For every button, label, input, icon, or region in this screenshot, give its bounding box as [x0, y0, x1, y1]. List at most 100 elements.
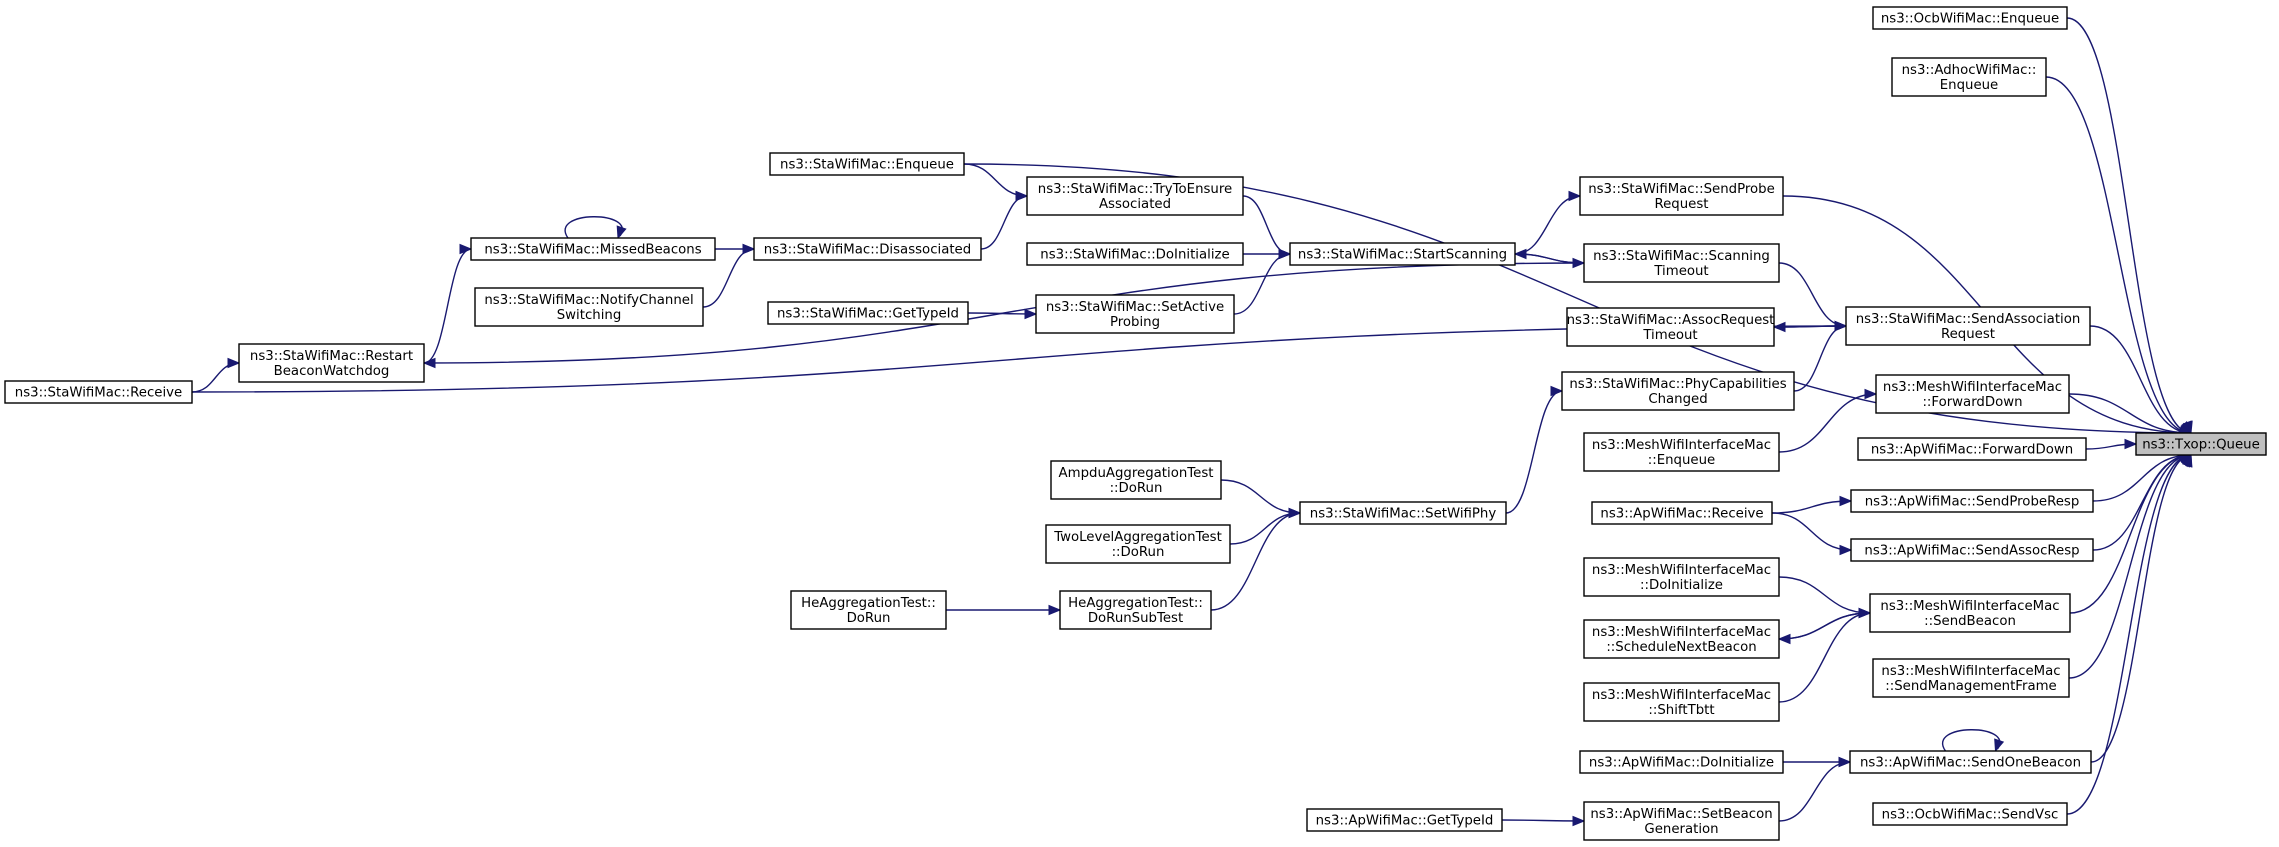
edge-line: [564, 216, 624, 239]
node-label: Timeout: [1642, 328, 1697, 343]
node-sta-setwifiphy[interactable]: ns3::StaWifiMac::SetWifiPhy: [1299, 501, 1507, 525]
edge-mesh-sendbeacon-to-mesh-schednext: [1777, 612, 1871, 645]
node-sta-missedbeacons[interactable]: ns3::StaWifiMac::MissedBeacons: [470, 237, 716, 261]
edge-ap-sendonebeacon-to-ap-sendonebeacon: [1942, 729, 2005, 753]
node-ocb-sendvsc[interactable]: ns3::OcbWifiMac::SendVsc: [1872, 802, 2068, 826]
node-ap-receive[interactable]: ns3::ApWifiMac::Receive: [1591, 501, 1773, 525]
node-ap-sendassocresp[interactable]: ns3::ApWifiMac::SendAssocResp: [1850, 538, 2094, 562]
arrow-head: [1278, 248, 1292, 260]
node-label: ns3::MeshWifiInterfaceMac: [1592, 688, 1771, 703]
edge-line: [1778, 576, 1871, 614]
edge-sta-startscanning-to-sta-sendprobe: [1514, 190, 1582, 255]
node-label: ::Enqueue: [1648, 453, 1715, 468]
node-sta-disassociated[interactable]: ns3::StaWifiMac::Disassociated: [753, 237, 982, 261]
node-label: ns3::MeshWifiInterfaceMac: [1592, 625, 1771, 640]
node-ap-forwarddown[interactable]: ns3::ApWifiMac::ForwardDown: [1857, 437, 2087, 461]
edge-ocb-enqueue-to-txop-queue: [2066, 17, 2193, 435]
edge-ocb-sendvsc-to-txop-queue: [2066, 453, 2193, 815]
edge-line: [1501, 819, 1585, 822]
edge-ap-gettypeid-to-ap-setbeacongen: [1501, 815, 1586, 827]
node-adhoc-enqueue[interactable]: ns3::AdhocWifiMac::Enqueue: [1891, 57, 2047, 97]
edge-ap-forwarddown-to-txop-queue: [2085, 438, 2138, 450]
node-sta-gettypeid[interactable]: ns3::StaWifiMac::GetTypeId: [767, 301, 969, 325]
node-txop-queue[interactable]: ns3::Txop::Queue: [2135, 432, 2267, 456]
edge-sta-sendassocreq-to-txop-queue: [2089, 325, 2192, 434]
node-twolevel-dorun[interactable]: TwoLevelAggregationTest::DoRun: [1045, 524, 1231, 564]
node-mesh-sendmgmt[interactable]: ns3::MeshWifiInterfaceMac::SendManagemen…: [1872, 658, 2070, 698]
node-ap-gettypeid[interactable]: ns3::ApWifiMac::GetTypeId: [1306, 808, 1503, 832]
edge-ap-receive-to-ap-sendproberesp: [1771, 495, 1853, 514]
arrow-head: [1572, 815, 1586, 827]
edge-line: [2068, 454, 2192, 679]
edge-mesh-enqueue-to-mesh-forwarddown: [1778, 388, 1878, 453]
node-label: DoRun: [847, 611, 891, 626]
node-box: [1583, 432, 1780, 472]
edge-ampdu-dorun-to-sta-setwifiphy: [1220, 479, 1302, 519]
node-ap-doinit[interactable]: ns3::ApWifiMac::DoInitialize: [1579, 750, 1784, 774]
node-box: [1869, 593, 2071, 633]
arrow-head: [459, 243, 473, 255]
edge-ap-setbeacongen-to-ap-sendonebeacon: [1778, 756, 1852, 822]
node-sta-receive[interactable]: ns3::StaWifiMac::Receive: [4, 380, 193, 404]
node-label: ns3::MeshWifiInterfaceMac: [1592, 563, 1771, 578]
arrow-head: [1839, 495, 1853, 507]
node-ampdu-dorun[interactable]: AmpduAggregationTest::DoRun: [1050, 460, 1222, 500]
node-label: ::SendManagementFrame: [1885, 679, 2056, 694]
node-mesh-sendbeacon[interactable]: ns3::MeshWifiInterfaceMac::SendBeacon: [1869, 593, 2071, 633]
node-label: ns3::StaWifiMac::Enqueue: [780, 158, 954, 173]
edge-ap-receive-to-ap-sendassocresp: [1771, 512, 1853, 556]
node-mesh-forwarddown[interactable]: ns3::MeshWifiInterfaceMac::ForwardDown: [1875, 374, 2070, 414]
node-label: ns3::ApWifiMac::DoInitialize: [1589, 756, 1774, 771]
node-label: ns3::OcbWifiMac::SendVsc: [1882, 808, 2059, 823]
node-mesh-doinit[interactable]: ns3::MeshWifiInterfaceMac::DoInitialize: [1583, 557, 1780, 597]
node-box: [1891, 57, 2047, 97]
node-sta-startscanning[interactable]: ns3::StaWifiMac::StartScanning: [1289, 242, 1516, 266]
node-box: [790, 590, 947, 630]
node-box: [1026, 176, 1244, 216]
node-box: [1583, 243, 1780, 283]
node-sta-doinit[interactable]: ns3::StaWifiMac::DoInitialize: [1026, 242, 1244, 266]
node-he-dorun[interactable]: HeAggregationTest::DoRun: [790, 590, 947, 630]
edge-sta-missedbeacons-to-sta-missedbeacons: [564, 216, 627, 240]
node-mesh-shifttbtt[interactable]: ns3::MeshWifiInterfaceMac::ShiftTbtt: [1583, 682, 1780, 722]
node-label: ns3::MeshWifiInterfaceMac: [1881, 664, 2060, 679]
edge-line: [1778, 393, 1877, 453]
edge-line: [1778, 761, 1851, 822]
node-label: ::ForwardDown: [1922, 395, 2022, 410]
edge-ap-sendonebeacon-to-txop-queue: [2090, 453, 2193, 763]
node-sta-enqueue[interactable]: ns3::StaWifiMac::Enqueue: [769, 152, 965, 176]
node-ap-sendproberesp[interactable]: ns3::ApWifiMac::SendProbeResp: [1850, 489, 2094, 513]
node-box: [1026, 242, 1244, 266]
edge-sta-scanningtimeout-to-sta-sendassocreq: [1778, 262, 1848, 332]
node-label: ns3::AdhocWifiMac::: [1902, 63, 2037, 78]
node-mesh-enqueue[interactable]: ns3::MeshWifiInterfaceMac::Enqueue: [1583, 432, 1780, 472]
node-mesh-schednext[interactable]: ns3::MeshWifiInterfaceMac::ScheduleNextB…: [1583, 619, 1780, 659]
node-box: [1299, 501, 1507, 525]
node-ap-sendonebeacon[interactable]: ns3::ApWifiMac::SendOneBeacon: [1849, 750, 2092, 774]
arrow-head: [1288, 507, 1302, 519]
edge-sta-restartbeacon-to-sta-missedbeacons: [423, 243, 473, 364]
node-label: ns3::StaWifiMac::StartScanning: [1298, 248, 1507, 263]
edge-line: [1778, 612, 1871, 703]
node-he-dorunsub[interactable]: HeAggregationTest::DoRunSubTest: [1059, 590, 1212, 630]
node-ocb-enqueue[interactable]: ns3::OcbWifiMac::Enqueue: [1872, 6, 2068, 30]
node-box: [1579, 176, 1784, 216]
edge-line: [980, 195, 1028, 250]
node-label: ns3::MeshWifiInterfaceMac: [1883, 380, 2062, 395]
arrow-head: [1994, 738, 2005, 753]
arrow-head: [1858, 607, 1872, 619]
node-box: [1059, 590, 1212, 630]
arrow-head: [1015, 190, 1029, 202]
edge-line: [191, 362, 240, 393]
